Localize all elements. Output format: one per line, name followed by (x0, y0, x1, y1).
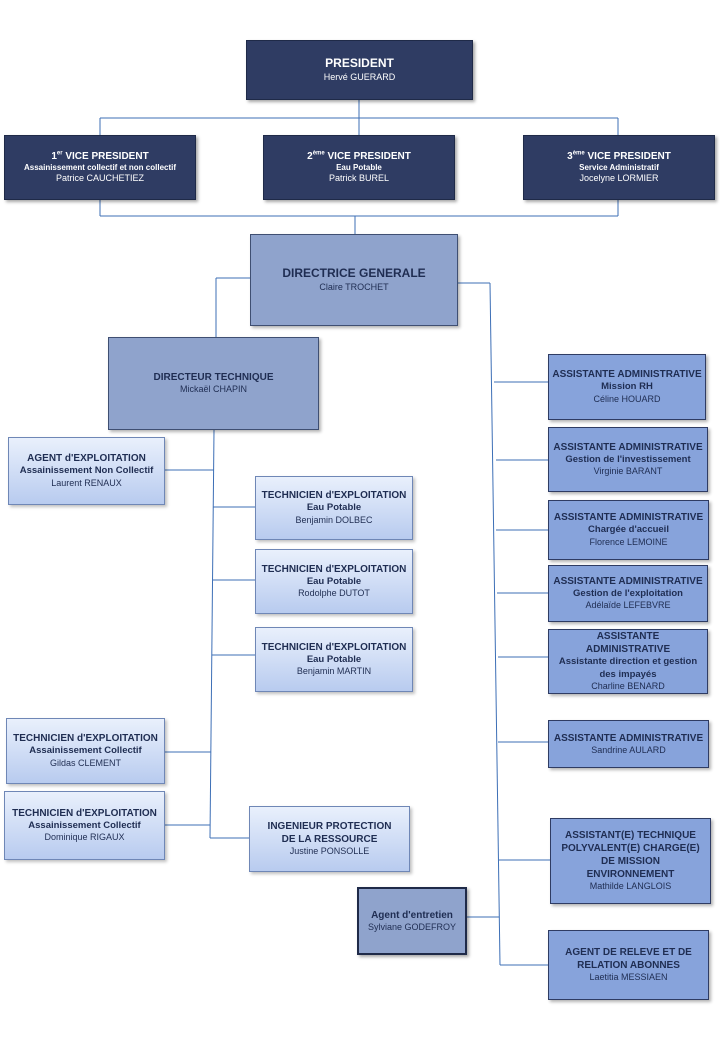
center-staff-box: TECHNICIEN d'EXPLOITATION Eau Potable Be… (255, 476, 413, 540)
directrice-title: DIRECTRICE GENERALE (282, 266, 426, 281)
vp2-box: 2ème VICE PRESIDENT Eau Potable Patrick … (263, 135, 455, 200)
right-staff-title: AGENT DE RELEVE ET DE RELATION ABONNES (565, 947, 692, 972)
right-staff-name: Mathilde LANGLOIS (589, 881, 672, 892)
left-staff-name: Gildas CLEMENT (49, 757, 121, 768)
right-staff-box: ASSISTANTE ADMINISTRATIVE Assistante dir… (548, 629, 708, 694)
directeur-technique-name: Mickaël CHAPIN (179, 384, 247, 395)
directeur-technique-box: DIRECTEUR TECHNIQUE Mickaël CHAPIN (108, 337, 319, 430)
right-staff-name: Virginie BARANT (593, 466, 663, 477)
left-staff-subtitle: Assainissement Non Collectif (19, 465, 154, 477)
right-staff-box: ASSISTANTE ADMINISTRATIVE Gestion de l'i… (548, 427, 708, 492)
directrice-box: DIRECTRICE GENERALE Claire TROCHET (250, 234, 458, 326)
left-staff-name: Dominique RIGAUX (44, 832, 125, 843)
left-staff-subtitle: Assainissement Collectif (29, 745, 142, 757)
right-staff-subtitle: Gestion de l'exploitation (573, 587, 683, 599)
vp3-name: Jocelyne LORMIER (579, 173, 659, 184)
vp1-subtitle: Assainissement collectif et non collecti… (23, 162, 177, 172)
center-staff-box: TECHNICIEN d'EXPLOITATION Eau Potable Ro… (255, 549, 413, 614)
right-staff-box: ASSISTANTE ADMINISTRATIVE Chargée d'accu… (548, 500, 709, 560)
right-staff-title: ASSISTANTE ADMINISTRATIVE (553, 732, 704, 744)
vp3-box: 3ème VICE PRESIDENT Service Administrati… (523, 135, 715, 200)
right-staff-title: ASSISTANTE ADMINISTRATIVE (552, 369, 702, 381)
right-staff-name: Adélaïde LEFEBVRE (585, 600, 671, 611)
center-staff-title: TECHNICIEN d'EXPLOITATION (261, 641, 407, 653)
center-staff-title: INGENIEUR PROTECTION DE LA RESSOURCE (267, 821, 392, 846)
center-staff-subtitle: Eau Potable (306, 502, 362, 514)
left-staff-name: Laurent RENAUX (51, 477, 122, 488)
center-staff-name: Rodolphe DUTOT (298, 588, 370, 599)
center-staff-box: TECHNICIEN d'EXPLOITATION Eau Potable Be… (255, 627, 413, 692)
vp3-title: 3ème VICE PRESIDENT (567, 150, 671, 162)
vp1-title: 1er VICE PRESIDENT (51, 150, 149, 162)
right-staff-subtitle: Assistante direction et gestion des impa… (558, 656, 698, 680)
left-staff-title: TECHNICIEN d'EXPLOITATION (13, 733, 158, 745)
center-staff-title: TECHNICIEN d'EXPLOITATION (261, 490, 407, 502)
right-staff-title: ASSISTANTE ADMINISTRATIVE (553, 575, 703, 587)
agent-entretien-title: Agent d'entretien (371, 909, 453, 921)
center-staff-subtitle: Eau Potable (306, 575, 362, 587)
right-staff-name: Charline BENARD (591, 681, 665, 691)
directrice-name: Claire TROCHET (319, 281, 389, 292)
vp1-box: 1er VICE PRESIDENT Assainissement collec… (4, 135, 196, 200)
right-staff-name: Céline HOUARD (593, 393, 661, 404)
center-staff-name: Benjamin MARTIN (296, 666, 372, 677)
vp3-subtitle: Service Administratif (579, 162, 659, 172)
right-staff-name: Sandrine AULARD (591, 744, 666, 755)
left-staff-title: TECHNICIEN d'EXPLOITATION (12, 807, 157, 819)
center-staff-title: TECHNICIEN d'EXPLOITATION (261, 563, 407, 575)
right-staff-box: AGENT DE RELEVE ET DE RELATION ABONNES L… (548, 930, 709, 1000)
right-staff-title: ASSISTANTE ADMINISTRATIVE (553, 441, 703, 453)
right-staff-title: ASSISTANT(E) TECHNIQUE POLYVALENT(E) CHA… (561, 830, 700, 881)
vp2-subtitle: Eau Potable (336, 162, 382, 172)
directeur-technique-title: DIRECTEUR TECHNIQUE (153, 372, 274, 384)
president-box: PRESIDENT Hervé GUERARD (246, 40, 473, 100)
right-staff-subtitle: Gestion de l'investissement (565, 453, 691, 465)
right-staff-title: ASSISTANTE ADMINISTRATIVE (553, 512, 704, 524)
vp1-name: Patrice CAUCHETIEZ (55, 173, 144, 184)
right-staff-subtitle: Mission RH (601, 381, 653, 393)
left-staff-box: AGENT d'EXPLOITATION Assainissement Non … (8, 437, 165, 505)
right-staff-subtitle: Chargée d'accueil (588, 524, 669, 536)
right-staff-box: ASSISTANTE ADMINISTRATIVE Sandrine AULAR… (548, 720, 709, 768)
center-staff-subtitle: Eau Potable (306, 653, 362, 665)
right-staff-title: ASSISTANTE ADMINISTRATIVE (585, 631, 671, 656)
president-name: Hervé GUERARD (323, 71, 396, 82)
agent-entretien-name: Sylviane GODEFROY (367, 921, 457, 932)
left-staff-box: TECHNICIEN d'EXPLOITATION Assainissement… (6, 718, 165, 784)
vp2-title: 2ème VICE PRESIDENT (307, 150, 411, 162)
left-staff-box: TECHNICIEN d'EXPLOITATION Assainissement… (4, 791, 165, 860)
center-staff-name: Justine PONSOLLE (289, 846, 370, 857)
left-staff-subtitle: Assainissement Collectif (28, 819, 141, 831)
right-staff-box: ASSISTANTE ADMINISTRATIVE Mission RH Cél… (548, 354, 706, 420)
right-staff-box: ASSISTANTE ADMINISTRATIVE Gestion de l'e… (548, 565, 708, 622)
vp2-name: Patrick BUREL (328, 173, 390, 184)
left-staff-title: AGENT d'EXPLOITATION (27, 453, 146, 465)
president-title: PRESIDENT (325, 56, 394, 71)
center-staff-name: Benjamin DOLBEC (295, 514, 373, 525)
right-staff-box: ASSISTANT(E) TECHNIQUE POLYVALENT(E) CHA… (550, 818, 711, 904)
right-staff-name: Florence LEMOINE (589, 536, 668, 547)
right-staff-name: Laetitia MESSIAEN (589, 972, 668, 983)
agent-entretien-box: Agent d'entretien Sylviane GODEFROY (357, 887, 467, 955)
center-staff-box: INGENIEUR PROTECTION DE LA RESSOURCE Jus… (249, 806, 410, 872)
